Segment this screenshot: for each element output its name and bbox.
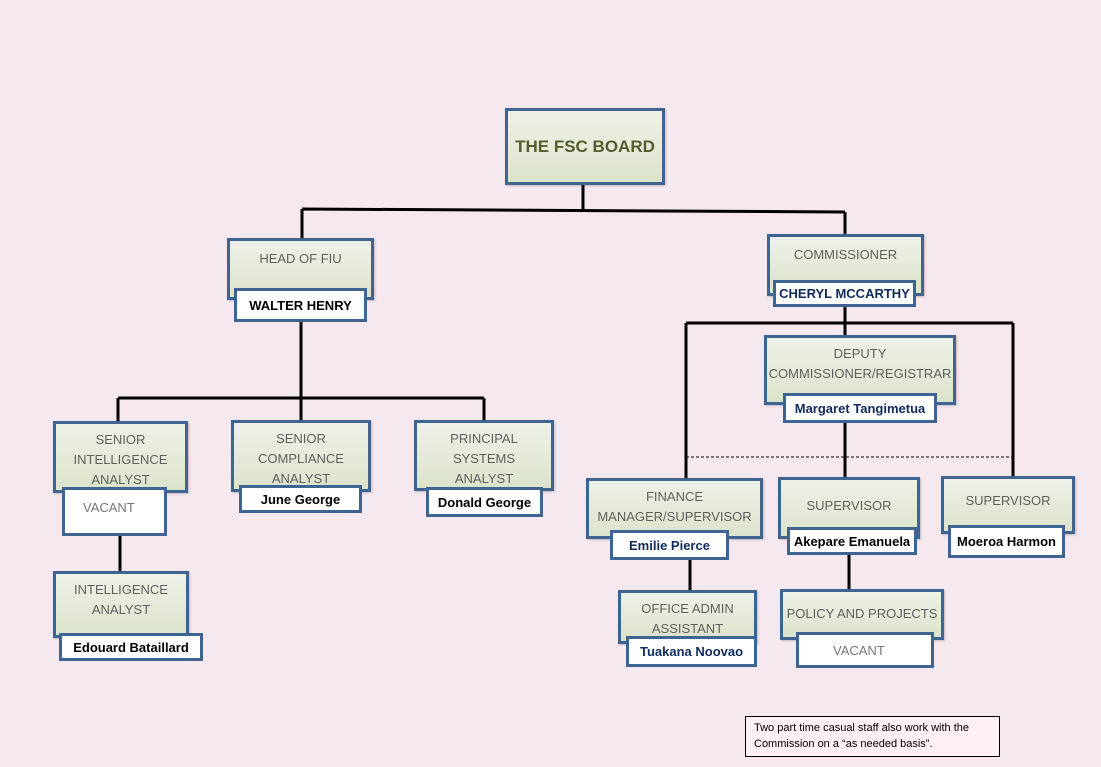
fiu-title: HEAD OF FIU — [259, 251, 342, 266]
board-box: THE FSC BOARD — [505, 108, 665, 185]
senior-intel-name: VACANT — [62, 487, 167, 536]
policy-box: POLICY AND PROJECTS — [780, 589, 944, 640]
policy-title: POLICY AND PROJECTS — [786, 606, 938, 621]
finance-name: Emilie Pierce — [610, 530, 729, 560]
finance-box: FINANCE MANAGER/SUPERVISOR — [586, 478, 763, 539]
senior-intel-box: SENIOR INTELLIGENCE ANALYST — [53, 421, 188, 493]
principal-systems-title: PRINCIPAL SYSTEMS ANALYST — [450, 431, 518, 486]
office-admin-box: OFFICE ADMIN ASSISTANT — [618, 590, 757, 644]
commissioner-title: COMMISSIONER — [793, 247, 898, 262]
office-admin-name: Tuakana Noovao — [626, 636, 757, 667]
finance-title: FINANCE MANAGER/SUPERVISOR — [597, 489, 752, 524]
supervisor2-box: SUPERVISOR — [941, 476, 1075, 534]
intel-analyst-title: INTELLIGENCE ANALYST — [74, 582, 168, 617]
fiu-name: WALTER HENRY — [234, 288, 367, 322]
supervisor1-title: SUPERVISOR — [806, 498, 892, 513]
principal-systems-box: PRINCIPAL SYSTEMS ANALYST — [414, 420, 554, 491]
board-title: THE FSC BOARD — [515, 136, 655, 156]
supervisor2-title: SUPERVISOR — [965, 493, 1051, 508]
senior-compliance-name: June George — [239, 485, 362, 513]
commissioner-name: CHERYL MCCARTHY — [773, 280, 916, 307]
supervisor1-name: Akepare Emanuela — [787, 527, 917, 555]
deputy-name: Margaret Tangimetua — [783, 393, 937, 423]
senior-compliance-box: SENIOR COMPLIANCE ANALYST — [231, 420, 371, 492]
supervisor2-name: Moeroa Harmon — [948, 525, 1065, 558]
senior-compliance-title: SENIOR COMPLIANCE ANALYST — [258, 431, 344, 486]
intel-analyst-box: INTELLIGENCE ANALYST — [53, 571, 189, 638]
policy-name: VACANT — [796, 632, 934, 668]
principal-systems-name: Donald George — [426, 487, 543, 517]
deputy-title: DEPUTY COMMISSIONER/REGISTRAR — [768, 346, 952, 381]
office-admin-title: OFFICE ADMIN ASSISTANT — [641, 601, 734, 636]
footnote: Two part time casual staff also work wit… — [745, 716, 1000, 757]
senior-intel-title: SENIOR INTELLIGENCE ANALYST — [73, 432, 168, 487]
intel-analyst-name: Edouard Bataillard — [59, 633, 203, 661]
